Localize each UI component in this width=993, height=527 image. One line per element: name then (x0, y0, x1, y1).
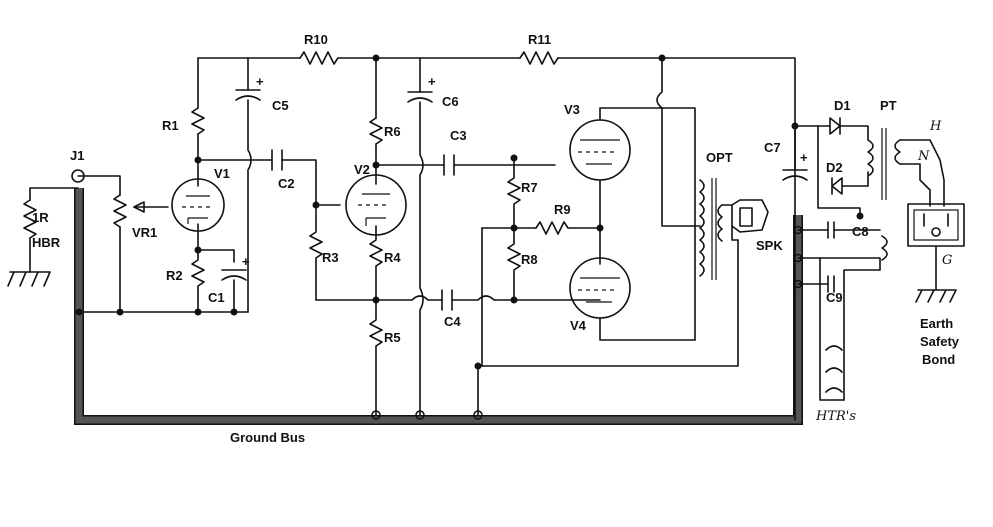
earth-label-3: Bond (922, 352, 955, 367)
d1-label: D1 (834, 98, 851, 113)
spk-label: SPK (756, 238, 783, 253)
hbr-label: HBR (32, 235, 61, 250)
c5-label: C5 (272, 98, 289, 113)
c8-capacitor (827, 221, 835, 239)
r8-label: R8 (521, 252, 538, 267)
c4-capacitor (441, 289, 453, 311)
r2-resistor (191, 249, 205, 313)
pt-secondary (867, 139, 874, 177)
r7-label: R7 (521, 180, 538, 195)
c9-capacitor (827, 275, 835, 293)
ground-terminal (473, 410, 483, 420)
power-supply (782, 117, 945, 401)
r4-label: R4 (384, 250, 401, 265)
earth-label-1: Earth (920, 316, 953, 331)
r1-label: R1 (162, 118, 179, 133)
d2-label: D2 (826, 160, 843, 175)
r3-label: R3 (322, 250, 339, 265)
d1-diode (829, 117, 841, 135)
r9-label: R9 (554, 202, 571, 217)
earth-label-2: Safety (920, 334, 960, 349)
r7-resistor (507, 157, 521, 229)
c6-plus: + (428, 74, 436, 89)
r8-resistor (507, 227, 521, 301)
vr1-potentiometer (113, 194, 127, 228)
r4-resistor (369, 225, 383, 301)
c8-label: C8 (852, 224, 869, 239)
input-section (7, 169, 249, 316)
v4-tube (569, 257, 631, 319)
r10-label: R10 (304, 32, 328, 47)
speaker-icon (731, 199, 769, 233)
v3-label: V3 (564, 102, 580, 117)
r10-resistor (299, 51, 339, 65)
v1-label: V1 (214, 166, 230, 181)
hot-label: H (929, 119, 942, 134)
output-transformer (656, 57, 769, 280)
d2-diode (831, 177, 843, 195)
pt-primary (894, 139, 901, 165)
ground-terminal (415, 410, 425, 420)
r6-resistor (369, 117, 383, 145)
c1-label: C1 (208, 290, 225, 305)
ground-bus-label: Ground Bus (230, 430, 305, 445)
hbr-resistor (23, 199, 37, 239)
ground-bus (74, 188, 803, 425)
c4-label: C4 (444, 314, 461, 329)
c3-label: C3 (450, 128, 467, 143)
c2-label: C2 (278, 176, 295, 191)
c7-label: C7 (764, 140, 781, 155)
r11-resistor (519, 51, 559, 65)
v4-label: V4 (570, 318, 587, 333)
output-stage (453, 107, 739, 420)
c6-label: C6 (442, 94, 459, 109)
v2-stage (345, 57, 601, 420)
c3-capacitor (443, 154, 455, 176)
ground-symbol (7, 271, 51, 287)
c1-plus: + (242, 254, 250, 269)
r5-resistor (369, 299, 383, 416)
pt-label: PT (880, 98, 897, 113)
vr1-label: VR1 (132, 225, 157, 240)
htrs-label: HTR's (815, 409, 856, 424)
r1-resistor (191, 107, 205, 135)
c2-capacitor (271, 149, 283, 171)
r2-label: R2 (166, 268, 183, 283)
opt-primary (699, 179, 705, 277)
neutral-label: N (917, 149, 930, 164)
r11-label: R11 (528, 32, 551, 47)
r5-label: R5 (384, 330, 401, 345)
v1-stage (171, 57, 377, 316)
c5-capacitor (235, 89, 261, 101)
pt-heater-winding (881, 235, 888, 261)
ground-g-label: G (942, 253, 952, 268)
r1r-label: 1R (32, 210, 49, 225)
c1-capacitor (221, 269, 247, 281)
v2-label: V2 (354, 162, 370, 177)
r9-resistor (535, 221, 601, 235)
v3-tube (569, 119, 631, 181)
c9-label: C9 (826, 290, 843, 305)
opt-label: OPT (706, 150, 733, 165)
heater-filaments (825, 345, 843, 393)
c6-capacitor (407, 91, 433, 103)
c5-plus: + (256, 74, 264, 89)
j1-label: J1 (70, 148, 84, 163)
r3-resistor (309, 204, 323, 301)
earth-ground-symbol (915, 289, 957, 303)
ac-plug (907, 203, 965, 303)
ground-terminal (371, 410, 381, 420)
opt-secondary (717, 204, 723, 242)
c7-plus: + (800, 150, 808, 165)
r6-label: R6 (384, 124, 401, 139)
